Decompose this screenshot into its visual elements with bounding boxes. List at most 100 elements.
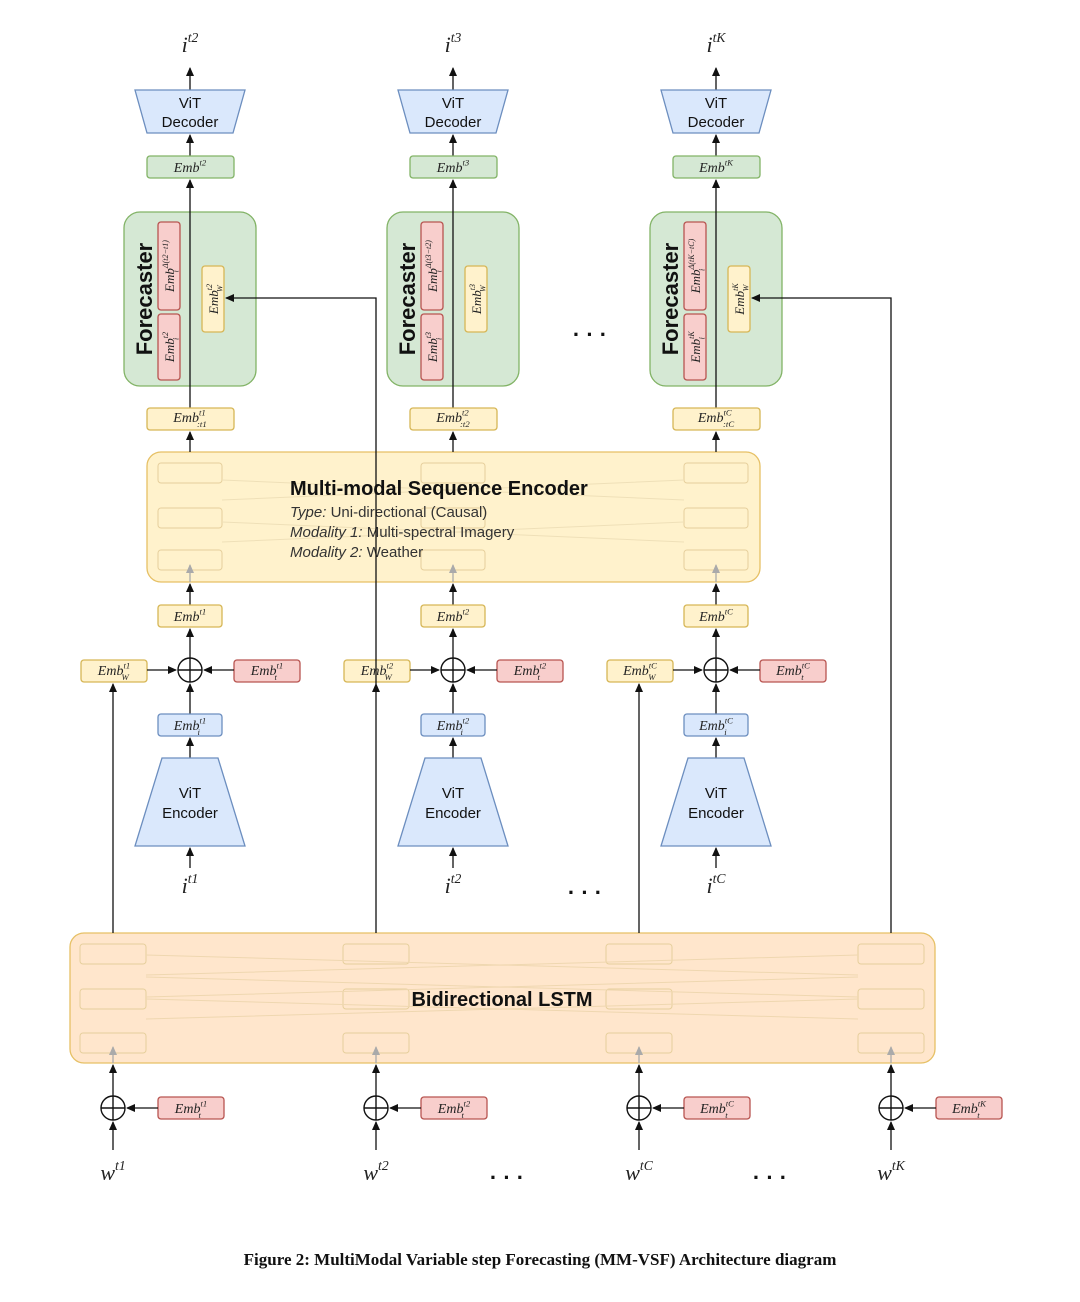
forecaster-weather-embedding-label-sub: W <box>742 283 751 291</box>
lstm-time-embedding-label-base: Emb <box>699 1102 726 1117</box>
forecaster-delta-time-embedding-label-sub: i <box>698 269 707 271</box>
weather-embedding-label-base: Emb <box>622 664 649 679</box>
fused-embedding-label-base: Emb <box>436 610 463 625</box>
fused-embedding <box>683 604 749 628</box>
image-embedding-label-sup: t1 <box>199 716 206 726</box>
forecaster-image-embedding <box>157 313 181 381</box>
plus-lines <box>441 658 465 682</box>
weather-input-label-sup: t2 <box>378 1158 389 1173</box>
weather-embedding-label-sub: W <box>385 672 393 682</box>
weather-input-label-sup: t1 <box>115 1158 126 1173</box>
forecaster-delta-time-embedding-label-sup: Δ(t2−t1) <box>161 240 170 269</box>
image-embedding <box>420 713 486 737</box>
forecaster-image-embedding-label: Embt3i <box>424 332 443 363</box>
forecaster-weather-embedding <box>727 265 751 333</box>
lstm-sum-node <box>100 1095 126 1121</box>
encoder-detail-key: Modality 1: <box>290 524 363 541</box>
fused-embedding-label: EmbtC <box>698 607 733 625</box>
sum-node <box>703 657 729 683</box>
input-image-label-base: i <box>445 873 451 898</box>
image-embedding <box>683 713 749 737</box>
ellipsis: · · · <box>568 880 602 905</box>
forecaster-delta-time-embedding-label-sub: i <box>435 270 444 272</box>
time-embedding-label-sup: t1 <box>276 661 283 671</box>
output-embedding <box>146 155 235 179</box>
forecaster-image-embedding <box>683 313 707 381</box>
weather-embedding-label-sup: tC <box>649 661 657 671</box>
arrow-lstm-to-forecaster-3 <box>751 294 892 933</box>
forecaster-weather-embedding-label: EmbtKW <box>731 283 750 316</box>
forecaster-weather-embedding <box>464 265 488 333</box>
vit-decoder <box>134 89 246 134</box>
input-image-label-base: i <box>707 873 713 898</box>
lstm-time-embedding-label-base: Emb <box>951 1102 978 1117</box>
forecaster-delta-time-embedding-label-sup: Δ(tK−tC) <box>687 238 696 270</box>
weather-embedding-label-base: Emb <box>360 664 387 679</box>
weather-input-label-base: w <box>363 1160 378 1185</box>
lstm-cell <box>857 943 925 965</box>
encoder-output-embedding-label-base: Emb <box>435 411 462 426</box>
weather-input-label-base: w <box>100 1160 115 1185</box>
ellipsis: · · · <box>490 1165 524 1190</box>
lstm-time-embedding-label-sub: t <box>462 1110 465 1120</box>
weather-embedding-label-sup: t2 <box>386 661 393 671</box>
forecaster-weather-embedding-label: Embt3W <box>468 284 487 315</box>
encoder-detail-line: Modality 2: Weather <box>290 544 423 561</box>
forecaster-delta-time-embedding-label-base: Emb <box>162 268 177 293</box>
lstm-time-embedding-label-sup: tC <box>726 1099 734 1109</box>
lstm-connection <box>145 954 859 976</box>
image-embedding-label-base: Emb <box>173 719 200 734</box>
vit-encoder <box>660 757 772 847</box>
image-embedding-label-base: Emb <box>698 719 725 734</box>
encoder-detail-line: Modality 1: Multi-spectral Imagery <box>290 524 515 541</box>
forecaster-weather-embedding-label-sup: t2 <box>205 284 214 290</box>
time-embedding-label-base: Emb <box>513 664 540 679</box>
lstm-cell <box>79 943 147 965</box>
forecaster-weather-embedding-label-sub: W <box>479 284 488 292</box>
fused-embedding-label-sup: t2 <box>462 607 469 617</box>
image-embedding-label-sup: tC <box>725 716 733 726</box>
encoder-detail-key: Modality 2: <box>290 544 363 561</box>
forecaster-delta-time-embedding <box>157 221 181 311</box>
output-embedding-label-base: Emb <box>698 161 725 176</box>
encoder-cell <box>157 462 223 484</box>
figure-caption: Figure 2: MultiModal Variable step Forec… <box>243 1250 837 1269</box>
forecaster-delta-time-embedding <box>683 221 707 311</box>
time-embedding-label-sub: t <box>801 672 804 682</box>
lstm-time-embedding-label-sub: t <box>199 1110 202 1120</box>
forecaster-image-embedding-label-sub: i <box>435 338 444 340</box>
forecaster-weather-embedding <box>201 265 225 333</box>
sum-node <box>177 657 203 683</box>
vit-encoder-label: Encoder <box>162 805 218 822</box>
forecaster-delta-time-embedding <box>420 221 444 311</box>
input-image-label: it2 <box>445 871 462 898</box>
encoder-output-embedding <box>409 407 498 431</box>
forecaster-delta-time-embedding-label-base: Emb <box>425 268 440 293</box>
image-embedding-label-sub: i <box>461 727 464 737</box>
lstm-sum-node <box>878 1095 904 1121</box>
weather-input-label-base: w <box>625 1160 640 1185</box>
vit-decoder-label: ViT <box>179 95 201 112</box>
forecaster-title: Forecaster <box>395 242 420 355</box>
forecaster-image-embedding-label-base: Emb <box>425 338 440 363</box>
weather-embedding <box>80 659 148 683</box>
lstm-time-embedding-label-sub: t <box>977 1110 980 1120</box>
forecaster-weather-embedding-label-sup: t3 <box>468 284 477 290</box>
encoder-output-embedding-label-sub: :t2 <box>460 419 470 429</box>
encoder-output-embedding <box>672 407 761 431</box>
encoder-cell <box>420 507 486 529</box>
output-embedding-label: Embt2 <box>173 158 207 176</box>
arrow-lstm-to-forecaster-1 <box>225 294 377 684</box>
image-embedding-label-sup: t2 <box>462 716 469 726</box>
encoder-title: Multi-modal Sequence Encoder <box>290 478 588 500</box>
encoder-detail-key: Type: <box>290 504 326 521</box>
output-image-label-sup: t2 <box>188 30 199 45</box>
output-image-label-sup: t3 <box>451 30 462 45</box>
output-image-label-base: i <box>707 32 713 57</box>
output-embedding-label: EmbtK <box>698 158 734 176</box>
vit-decoder-label: Decoder <box>425 114 482 131</box>
input-image-label-sup: t2 <box>451 871 462 886</box>
vit-decoder-label: Decoder <box>688 114 745 131</box>
